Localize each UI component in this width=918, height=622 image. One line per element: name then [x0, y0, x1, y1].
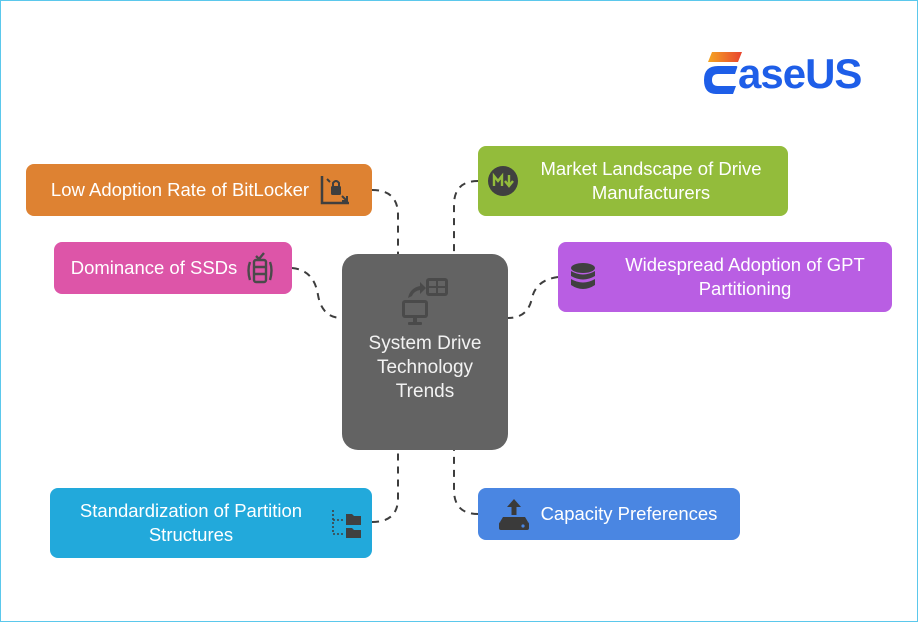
center-topic[interactable]: System Drive Technology Trends [342, 254, 508, 450]
node-partition-structures[interactable]: Standardization of Partition Structures [50, 488, 372, 558]
connector-bitlocker [371, 189, 399, 254]
connector-ssd [291, 267, 343, 319]
logo-wordmark: aseUS [738, 50, 862, 97]
connector-capacity [453, 450, 479, 515]
node-label: Widespread Adoption of GPT Partitioning [625, 254, 865, 299]
node-label: Capacity Preferences [540, 503, 718, 524]
node-low-adoption-bitlocker[interactable]: Low Adoption Rate of BitLocker [26, 164, 372, 216]
drive-upload-icon [497, 497, 531, 531]
node-market-landscape[interactable]: Market Landscape of Drive Manufacturers [478, 146, 788, 216]
database-icon [570, 263, 596, 291]
chart-lock-decline-icon [319, 174, 351, 206]
folder-tree-icon [330, 508, 362, 538]
node-label: Market Landscape of Drive Manufacturers [540, 158, 762, 203]
center-title: System Drive Technology Trends [368, 333, 482, 402]
easeus-logo: aseUS [702, 48, 867, 100]
node-gpt-partitioning[interactable]: Widespread Adoption of GPT Partitioning [558, 242, 892, 312]
node-capacity-preferences[interactable]: Capacity Preferences [478, 488, 740, 540]
node-label: Low Adoption Rate of BitLocker [50, 179, 310, 200]
markdown-down-icon [488, 166, 518, 196]
connector-gpt [507, 276, 559, 319]
connector-partition [371, 450, 399, 523]
node-label: Standardization of Partition Structures [79, 500, 303, 545]
system-transfer-icon [402, 278, 452, 333]
connector-market [453, 180, 479, 254]
logo-e-mark-icon [704, 52, 742, 94]
node-dominance-ssds[interactable]: Dominance of SSDs [54, 242, 292, 294]
node-label: Dominance of SSDs [70, 257, 238, 278]
server-check-icon [245, 252, 275, 284]
